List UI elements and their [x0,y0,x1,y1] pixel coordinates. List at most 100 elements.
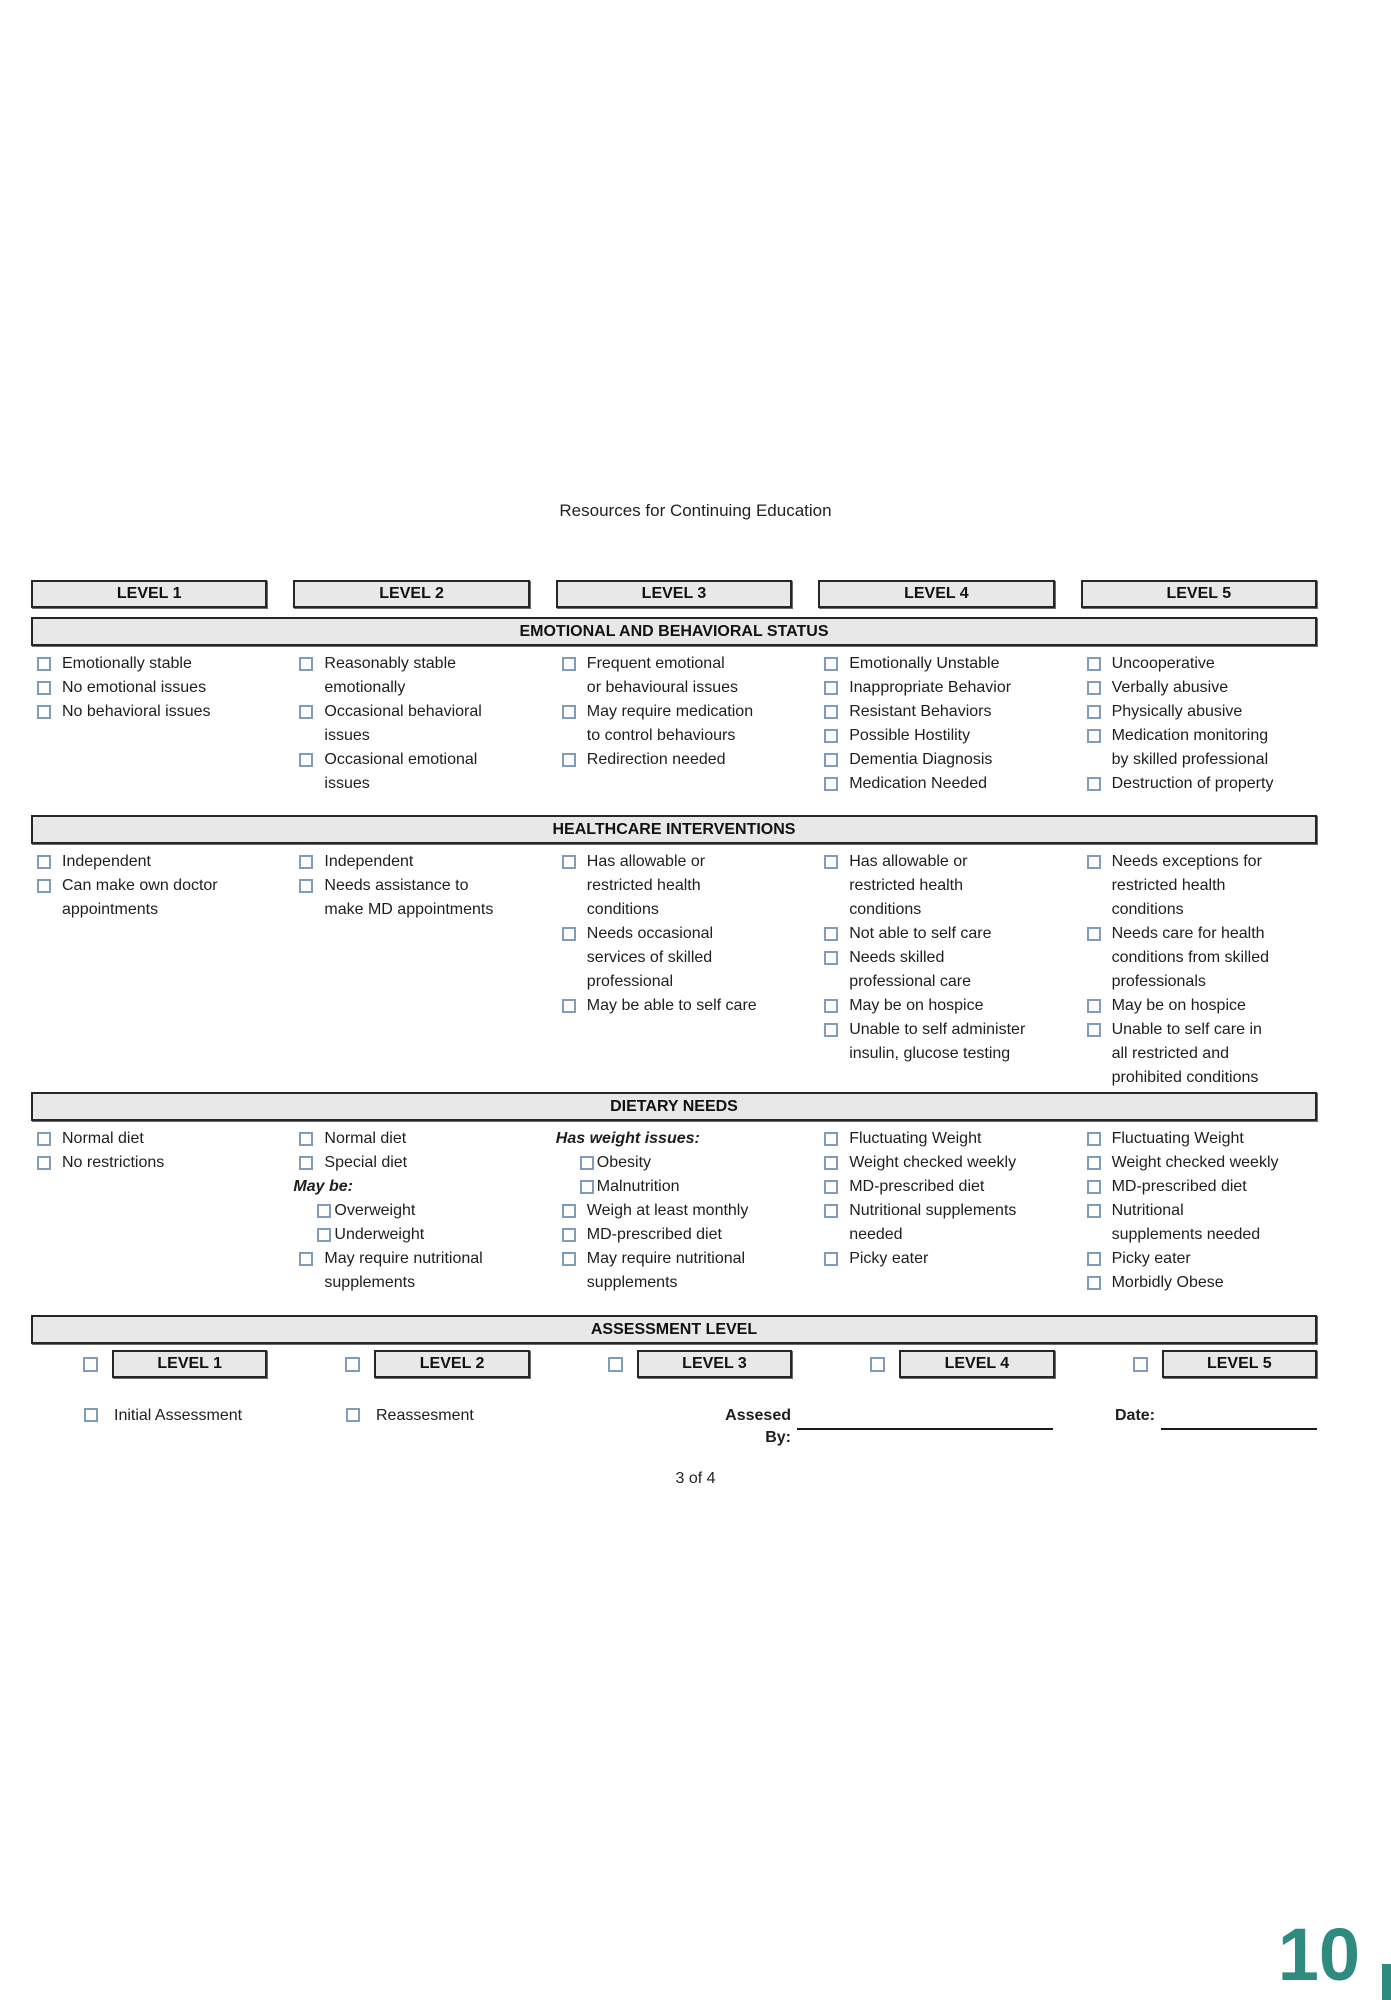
checkbox[interactable] [299,753,314,767]
checkbox[interactable] [561,705,576,719]
checkbox[interactable] [299,1132,314,1146]
section-column-level-5: Needs exceptions for restricted health c… [1081,850,1317,1090]
checkbox-label: Medication monitoring by skilled profess… [1111,727,1269,768]
assessment-level-box-3: LEVEL 3 [636,1350,793,1378]
checkbox[interactable] [824,1023,839,1037]
checkbox-label: May be able to self care [586,997,757,1014]
checkbox[interactable] [561,1228,576,1242]
checkbox[interactable] [561,1252,576,1266]
checkbox-item: May be on hospice [1081,994,1317,1018]
checkbox[interactable] [824,999,839,1013]
assessment-level-cell-3: LEVEL 3 [556,1350,793,1378]
checkbox[interactable] [37,705,51,719]
checkbox[interactable] [824,1132,839,1146]
checkbox-label: MD-prescribed diet [849,1178,985,1195]
checkbox[interactable] [824,1156,839,1170]
checkbox[interactable] [299,855,314,869]
checkbox[interactable] [824,657,839,671]
checkbox[interactable] [37,1156,51,1170]
reassessment-checkbox[interactable] [346,1408,360,1422]
checkbox[interactable] [299,1252,314,1266]
checkbox[interactable] [824,927,839,941]
checkbox-item: Occasional emotional issues [293,748,529,796]
checkbox[interactable] [1086,1132,1101,1146]
checkbox[interactable] [1086,1204,1101,1218]
assessed-by-line[interactable] [797,1404,1053,1430]
checkbox[interactable] [561,753,576,767]
checkbox[interactable] [824,705,839,719]
checkbox[interactable] [824,1204,839,1218]
checkbox[interactable] [824,951,839,965]
checkbox[interactable] [1086,1023,1101,1037]
checkbox-item: Needs exceptions for restricted health c… [1081,850,1317,922]
checkbox[interactable] [299,705,314,719]
checkbox[interactable] [561,999,576,1013]
initial-assessment-checkbox[interactable] [84,1408,98,1422]
checkbox-label: Dementia Diagnosis [849,751,993,768]
checkbox[interactable] [299,1156,314,1170]
checkbox[interactable] [824,1180,839,1194]
checkbox[interactable] [561,1204,576,1218]
checkbox-item: No behavioral issues [31,700,267,724]
checkbox[interactable] [1086,1276,1101,1290]
checkbox-item: Emotionally stable [31,652,267,676]
checkbox[interactable] [37,657,51,671]
checkbox-item: MD-prescribed diet [818,1175,1054,1199]
assessment-level-checkbox-5[interactable] [1132,1356,1148,1372]
assessment-level-checkbox-2[interactable] [345,1356,361,1372]
checkbox-item: Normal diet [293,1127,529,1151]
checkbox-label: Has allowable or restricted health condi… [586,853,706,918]
checkbox[interactable] [317,1204,332,1218]
checkbox[interactable] [824,855,839,869]
level-header-3: LEVEL 3 [555,580,793,608]
date-line[interactable] [1161,1404,1317,1430]
checkbox-label: Has allowable or restricted health condi… [849,853,968,918]
checkbox[interactable] [299,657,314,671]
checkbox[interactable] [1086,999,1101,1013]
checkbox[interactable] [1086,681,1101,695]
checkbox[interactable] [561,927,576,941]
checkbox[interactable] [824,753,839,767]
checkbox[interactable] [1086,1180,1101,1194]
checkbox[interactable] [579,1156,594,1170]
checkbox[interactable] [1086,1252,1101,1266]
checkbox[interactable] [37,879,51,893]
checkbox[interactable] [1086,1156,1101,1170]
checkbox[interactable] [37,681,51,695]
assessment-level-cell-1: LEVEL 1 [31,1350,268,1378]
checkbox[interactable] [1086,657,1101,671]
checkbox[interactable] [1086,777,1101,791]
reassessment-label: Reassesment [376,1407,474,1424]
checkbox[interactable] [317,1228,332,1242]
checkbox[interactable] [561,855,576,869]
checkbox[interactable] [561,657,576,671]
checkbox[interactable] [1086,705,1101,719]
checkbox[interactable] [37,1132,51,1146]
checkbox-label: Verbally abusive [1111,679,1229,696]
checkbox-item: Weigh at least monthly [556,1199,792,1223]
checkbox[interactable] [824,1252,839,1266]
checkbox-item: Destruction of property [1081,772,1317,796]
checkbox[interactable] [1086,855,1101,869]
checkbox[interactable] [1086,729,1101,743]
checkbox[interactable] [1086,927,1101,941]
assessment-level-checkbox-4[interactable] [870,1356,886,1372]
checkbox[interactable] [824,777,839,791]
date-label: Date: [1115,1407,1156,1424]
checkbox-item: Picky eater [1081,1247,1317,1271]
checkbox-label: Occasional behavioral issues [324,703,482,744]
assessment-level-checkbox-1[interactable] [83,1356,98,1372]
checkbox[interactable] [824,681,839,695]
checkbox-item: Reasonably stable emotionally [293,652,529,700]
checkbox[interactable] [579,1180,594,1194]
section-header: HEALTHCARE INTERVENTIONS [31,815,1317,844]
checkbox[interactable] [299,879,314,893]
checkbox[interactable] [824,729,839,743]
assessment-level-checkbox-3[interactable] [607,1356,623,1372]
checkbox[interactable] [37,855,51,869]
